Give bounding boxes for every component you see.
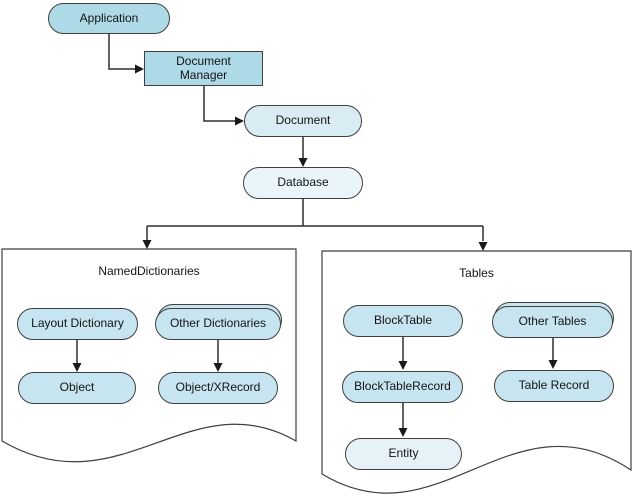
- container-title-named-dictionaries: NamedDictionaries: [98, 264, 200, 278]
- node-other-dictionaries: Other Dictionaries: [155, 308, 281, 340]
- node-document-manager: Document Manager: [144, 51, 263, 86]
- node-layout-dictionary-label: Layout Dictionary: [31, 316, 124, 331]
- node-document-label: Document: [275, 113, 331, 128]
- connector-document-manager-document: [203, 86, 244, 126]
- container-title-tables: Tables: [459, 266, 494, 280]
- node-block-table: BlockTable: [343, 305, 463, 337]
- node-object-xrecord: Object/XRecord: [158, 372, 278, 404]
- node-application-label: Application: [79, 10, 139, 25]
- node-document-manager-label: Document Manager: [176, 53, 231, 82]
- node-block-table-label: BlockTable: [373, 313, 433, 328]
- node-database: Database: [243, 167, 363, 199]
- node-table-record: Table Record: [494, 370, 614, 402]
- connector-database-containers: [142, 198, 488, 251]
- node-other-dictionaries-label: Other Dictionaries: [169, 316, 267, 331]
- connector-block-table-record-entity: [398, 403, 408, 437]
- connector-document-database: [298, 137, 308, 167]
- connector-block-table-block-table-record: [398, 337, 408, 370]
- node-application: Application: [48, 3, 170, 34]
- node-layout-dictionary: Layout Dictionary: [17, 308, 138, 340]
- node-block-table-record-label: BlockTableRecord: [354, 379, 451, 394]
- connector-application-document-manager: [108, 33, 144, 74]
- node-object: Object: [18, 372, 136, 404]
- node-table-record-label: Table Record: [518, 378, 590, 393]
- node-database-label: Database: [277, 175, 329, 190]
- node-object-label: Object: [59, 380, 95, 395]
- node-block-table-record: BlockTableRecord: [342, 371, 463, 403]
- connector-other-dictionaries-object-xrecord: [213, 340, 223, 372]
- node-other-tables: Other Tables: [492, 306, 613, 338]
- node-other-tables-label: Other Tables: [518, 314, 587, 329]
- node-entity-label: Entity: [388, 446, 419, 461]
- node-object-xrecord-label: Object/XRecord: [175, 380, 261, 395]
- connector-layout-dictionary-object: [72, 340, 82, 372]
- connector-other-tables-table-record: [548, 338, 558, 369]
- node-entity: Entity: [345, 438, 462, 470]
- container-named-dictionaries-outline: [1, 248, 297, 463]
- node-document: Document: [244, 105, 362, 137]
